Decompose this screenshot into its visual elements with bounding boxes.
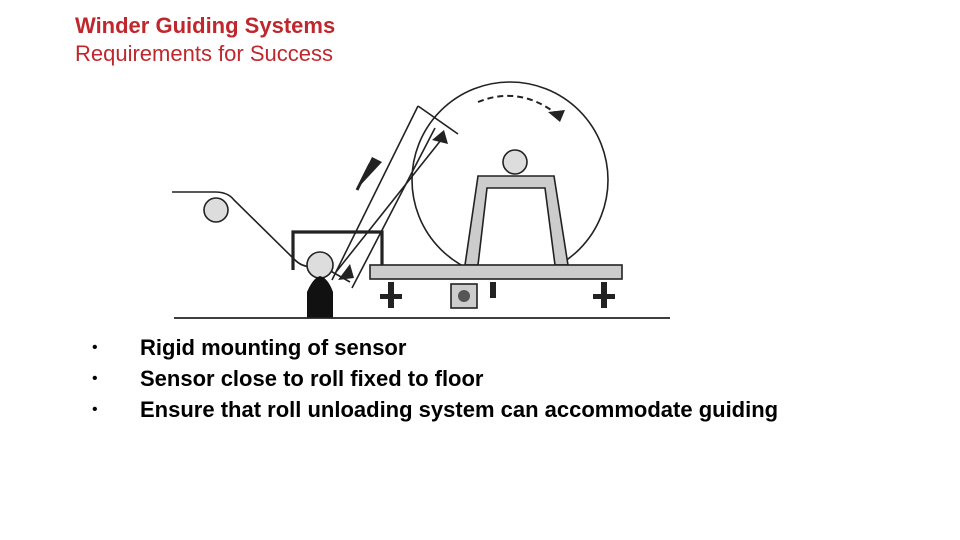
actuator-rod bbox=[490, 282, 496, 298]
bullet-text: Ensure that roll unloading system can ac… bbox=[140, 397, 779, 422]
slide-title: Winder Guiding Systems bbox=[75, 13, 336, 38]
slide-subtitle: Requirements for Success bbox=[75, 41, 333, 66]
rotation-arrow-head bbox=[548, 110, 565, 122]
sensor-bracket bbox=[291, 230, 384, 270]
unwind-stand bbox=[464, 175, 569, 266]
core-shaft bbox=[502, 149, 528, 175]
bullet-text: Sensor close to roll fixed to floor bbox=[140, 366, 484, 391]
web-to-roll-upper bbox=[331, 105, 419, 281]
sensor-post bbox=[307, 276, 333, 318]
rotation-arrow bbox=[477, 94, 559, 116]
bullet-marker: • bbox=[92, 339, 98, 356]
dimension-line bbox=[335, 134, 446, 273]
bullet-marker: • bbox=[92, 401, 98, 418]
idler-roller bbox=[203, 197, 229, 223]
bullet-marker: • bbox=[92, 370, 98, 387]
base-plate bbox=[369, 264, 623, 280]
base-feet bbox=[380, 282, 615, 308]
winder-diagram bbox=[172, 81, 670, 319]
sensor-roller bbox=[306, 251, 334, 279]
bullet-text: Rigid mounting of sensor bbox=[140, 335, 407, 360]
web-to-roll-lower bbox=[351, 127, 436, 289]
